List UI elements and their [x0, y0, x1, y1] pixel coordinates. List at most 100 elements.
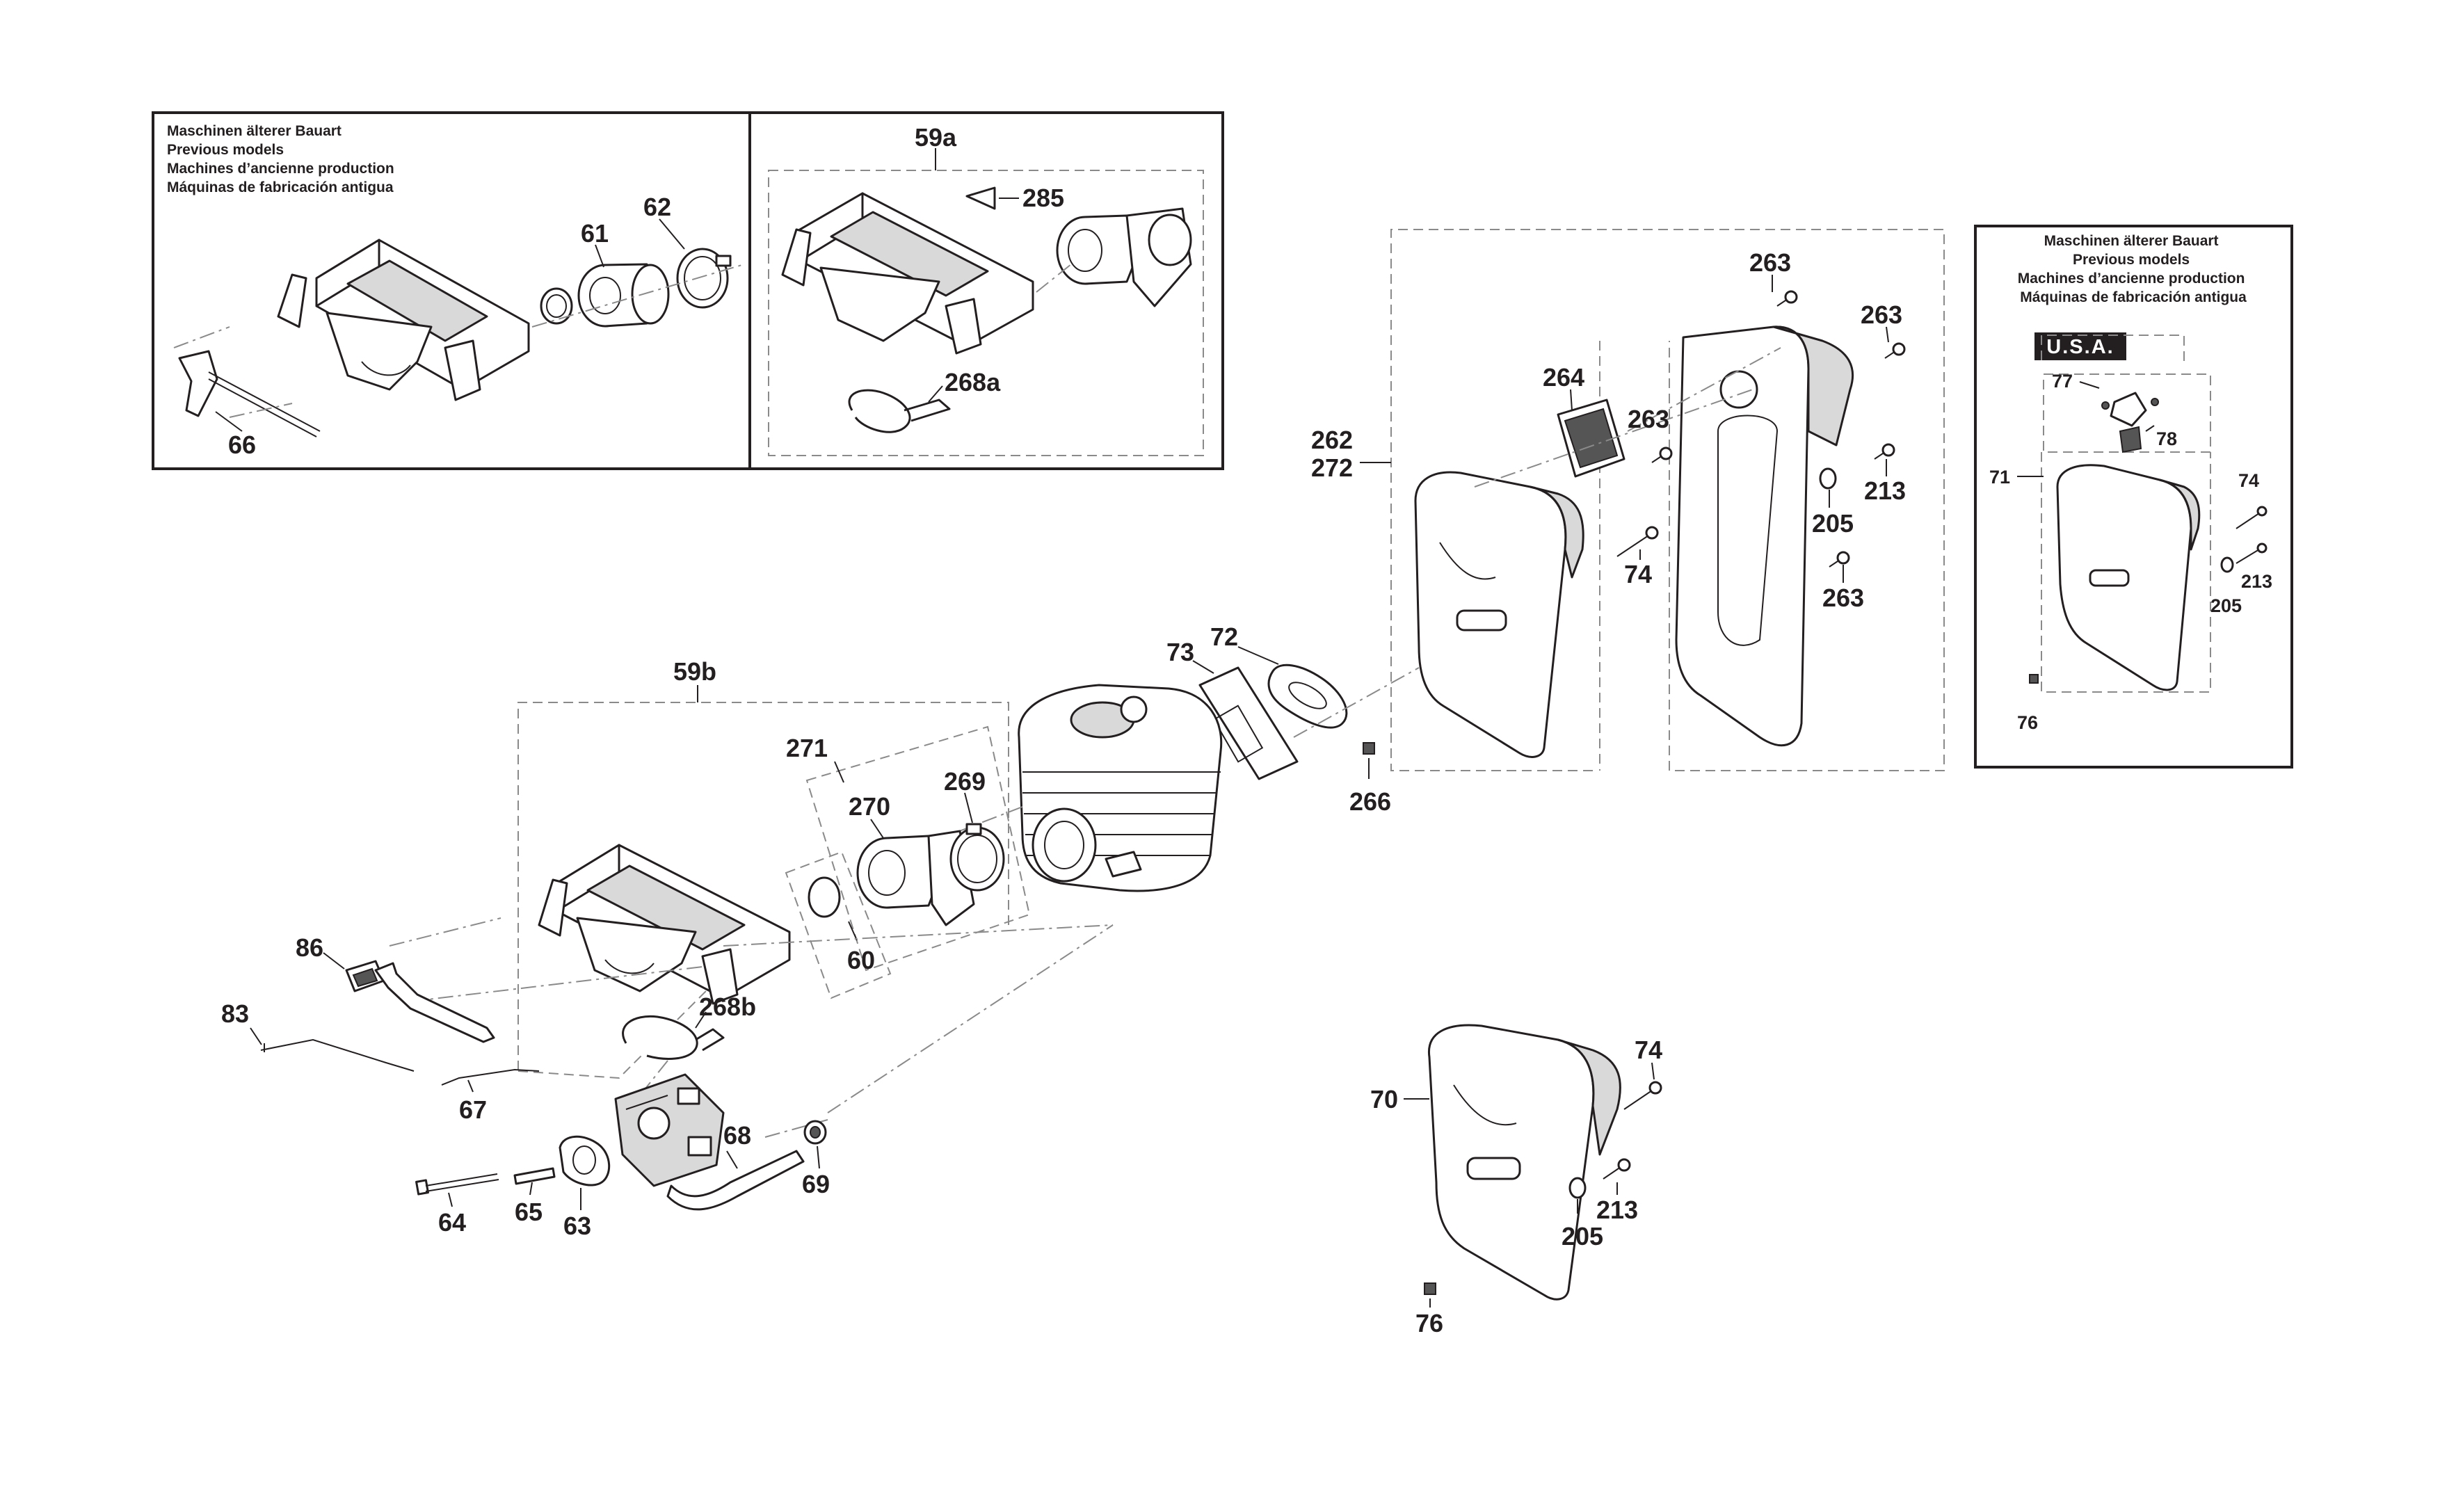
intake-assembly-59b: 59b 271 60 270	[517, 657, 1031, 1079]
callout-205: 205	[1812, 509, 1854, 538]
air-intake-housing-59b	[538, 844, 791, 1005]
callout-69: 69	[802, 1170, 830, 1198]
choke-rod-67	[441, 1068, 540, 1086]
old-air-intake-housing	[277, 239, 530, 401]
shield-285	[965, 186, 996, 210]
screw-263-right	[1884, 342, 1906, 359]
previous-models-panel-right: Maschinen älterer Bauart Previous models…	[1974, 225, 2293, 769]
washer-205-bottom	[1568, 1177, 1587, 1199]
gasket-63	[559, 1135, 611, 1187]
old-clamp-ring-61	[540, 287, 573, 325]
clamp-269	[949, 823, 1005, 892]
intake-manifold-59a	[1056, 207, 1192, 307]
callout-270: 270	[849, 792, 890, 821]
callout-63: 63	[563, 1212, 591, 1240]
callout-74: 74	[1624, 560, 1652, 588]
callout-64: 64	[438, 1208, 466, 1237]
callout-263-right: 263	[1861, 300, 1902, 329]
elbow-69	[803, 1120, 827, 1145]
bolt-64	[415, 1173, 499, 1196]
callout-86: 86	[296, 933, 323, 962]
screw-74-usa	[2236, 506, 2268, 529]
air-intake-housing-59a	[781, 192, 1034, 355]
screw-74-bottom	[1623, 1081, 1662, 1110]
callout-263-top: 263	[1749, 248, 1791, 277]
throttle-lever-86	[345, 960, 495, 1043]
callout-205-bottom: 205	[1562, 1222, 1603, 1250]
old-hose-clamp-62	[676, 248, 732, 309]
callout-71: 71	[1989, 467, 2010, 488]
callout-68: 68	[723, 1121, 751, 1150]
callout-73: 73	[1166, 638, 1194, 666]
nut-76-bottom	[1424, 1282, 1436, 1295]
callout-285: 285	[1022, 184, 1064, 212]
spark-arrestor-screen-264	[1557, 399, 1626, 478]
callout-66: 66	[228, 431, 256, 459]
sleeve-65	[513, 1167, 556, 1185]
callout-83: 83	[221, 999, 249, 1028]
gasket-72	[1267, 663, 1348, 729]
callout-78: 78	[2156, 428, 2177, 449]
old-throttle-lever	[178, 350, 321, 437]
callout-264: 264	[1543, 363, 1584, 392]
previous-models-note-right: Maschinen älterer Bauart Previous models…	[2018, 233, 2249, 305]
callout-72: 72	[1210, 622, 1238, 651]
callout-76-usa: 76	[2017, 712, 2038, 733]
callout-213-usa: 213	[2241, 571, 2272, 592]
fuel-hose-268b	[622, 1015, 725, 1060]
callout-77: 77	[2052, 371, 2073, 392]
previous-models-panel-left: Maschinen älterer Bauart Previous models…	[152, 111, 1224, 470]
callout-74-bottom: 74	[1635, 1036, 1662, 1064]
muffler-housing	[1414, 471, 1584, 758]
callout-59a: 59a	[915, 123, 957, 152]
callout-266: 266	[1349, 787, 1391, 816]
callout-213-bottom: 213	[1596, 1196, 1638, 1224]
washer-205-usa	[2220, 556, 2234, 573]
gasket-73	[1198, 666, 1299, 780]
muffler-cover	[1675, 325, 1854, 747]
fuel-hose-268a	[848, 389, 951, 433]
washer-205	[1819, 467, 1837, 490]
callout-65: 65	[515, 1198, 543, 1226]
carburettor-63	[614, 1073, 725, 1187]
muffler-70	[1427, 1024, 1621, 1301]
callout-62: 62	[643, 193, 671, 221]
nut-266	[1363, 742, 1375, 755]
usa-badge	[2034, 332, 2126, 360]
screw-213-usa	[2236, 542, 2268, 564]
old-intake-manifold	[577, 263, 670, 328]
callout-61: 61	[581, 219, 609, 248]
throttle-rod-83	[260, 1038, 415, 1072]
callout-269: 269	[944, 767, 986, 796]
callout-263-bottom: 263	[1822, 584, 1864, 612]
muffler-assembly: 262 272 264 263	[1311, 229, 1945, 816]
callout-205-usa: 205	[2210, 595, 2242, 616]
callout-70: 70	[1370, 1085, 1398, 1113]
callout-263-middle: 263	[1628, 405, 1669, 433]
callout-213: 213	[1864, 476, 1906, 505]
clamp-ring-60	[808, 876, 841, 918]
screw-263-top	[1776, 290, 1798, 307]
callout-262: 262	[1311, 426, 1353, 454]
screw-213	[1874, 443, 1895, 460]
screw-74	[1616, 526, 1659, 557]
screw-263-bottom	[1829, 551, 1850, 568]
previous-models-note-left: Maschinen älterer Bauart Previous models…	[167, 123, 399, 195]
callout-67: 67	[459, 1095, 487, 1124]
usa-badge-text: U.S.A.	[2046, 336, 2114, 358]
screw-263-middle	[1651, 447, 1673, 463]
cylinder	[1018, 684, 1223, 892]
callout-74-usa: 74	[2238, 470, 2259, 491]
callout-272: 272	[1311, 453, 1353, 482]
callout-271: 271	[786, 734, 828, 762]
screw-213-bottom	[1603, 1158, 1631, 1180]
old-muffler-71	[2056, 464, 2201, 691]
callout-268b: 268b	[699, 992, 756, 1021]
callout-60: 60	[847, 946, 875, 974]
spark-arrestor-77-78	[2101, 392, 2159, 453]
callout-59b: 59b	[673, 657, 716, 686]
impulse-hose-68	[666, 1150, 805, 1211]
callout-76-bottom: 76	[1415, 1309, 1443, 1337]
callout-268a: 268a	[945, 368, 1001, 396]
